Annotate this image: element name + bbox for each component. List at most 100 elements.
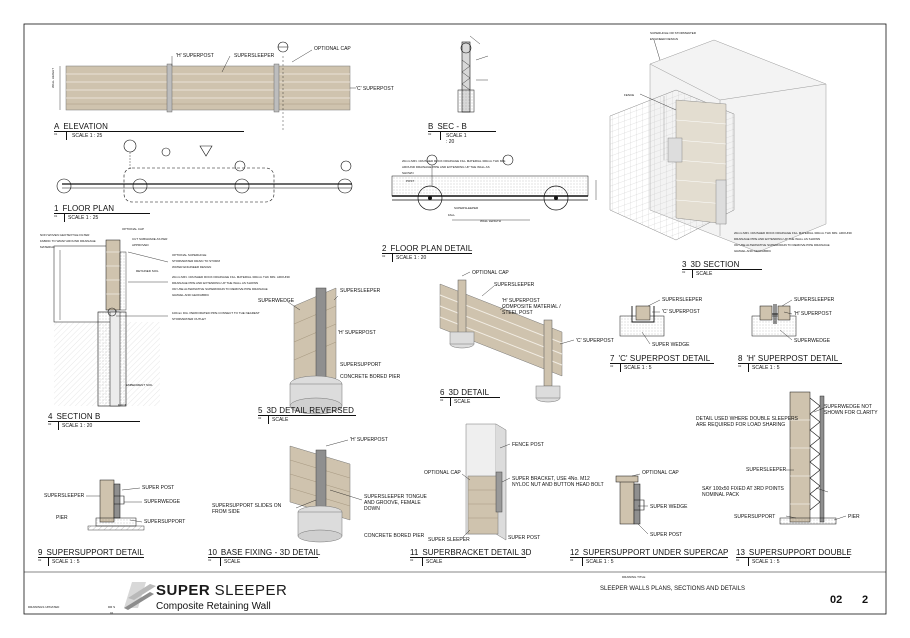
label-super-post-11: SUPER POST [508,535,541,541]
view-number: 11 [410,548,419,557]
section-b-note-superhole: OPTIONAL SUPERHOLE STORMWATER DRAIN TO S… [172,253,220,269]
view-title-3d-section: 3 3D SECTION 02 SCALE [682,260,762,278]
view-title-supersupport-double: 13 SUPERSUPPORT DOUBLE 02 SCALE 1 : 5 [736,548,852,566]
title-underline [38,557,144,558]
view-sub: 02 [382,254,386,258]
label-3d-section-note: SUPERHOLE OR STORMWATER ENGINEER DESIGN [650,31,696,41]
view-title: SUPERSUPPORT UNDER SUPERCAP [582,548,729,557]
view-title-superbracket: 11 SUPERBRACKET DETAIL 3D 02 SCALE [410,548,532,566]
view-sub: 01 [54,132,58,136]
title-tick [64,213,65,222]
brand-logo-text: SUPER SLEEPER Composite Retaining Wall [156,582,287,612]
title-tick [440,131,441,140]
3d-section-drawing [609,39,827,253]
supersupport-detail-drawing [86,479,145,531]
view-scale: SCALE 1 : 5 [52,559,80,565]
view-sub: 02 [410,558,414,562]
view-scale: SCALE [454,399,471,405]
view-number: 9 [38,548,43,557]
section-b-note-pipe: 100mm DIA. PERFORATED PIPE CONNECT TO TH… [172,311,260,321]
title-underline [382,253,472,254]
view-scale: SCALE 1 : 25 [72,133,103,139]
view-sub: 02 [736,558,740,562]
logo-mark [124,582,156,610]
view-title-floor-plan-detail: 2 FLOOR PLAN DETAIL 02 SCALE 1 : 20 [382,244,472,262]
label-supersleeper: SUPERSLEEPER [234,53,275,59]
view-scale: SCALE 1 : 5 [752,559,780,565]
label-supersleeper-plan: SUPERSLEEPER [454,206,479,210]
label-nominal-pack: SAY 100x50 FIXED AT 3RD POINTS NOMINAL P… [702,486,784,498]
title-underline [738,363,842,364]
label-wall-length: WALL LENGTH [480,219,501,223]
view-number: A [54,122,60,131]
section-b-note-geotextile: NON WOVEN GEOTEXTILE FILTER FABRIC TO WR… [40,233,96,249]
title-small-mid: DR S [108,605,116,609]
view-title-3d-detail: 6 3D DETAIL 02 SCALE [440,388,500,406]
label-gravel-plan: 20mm MIN. CRUSHED ROCK DRAINAGE FILL MAT… [402,159,507,175]
section-b-note-foot: FOOT [118,403,127,407]
title-tick [268,415,269,424]
title-tick [422,557,423,566]
view-title-under-supercap: 12 SUPERSUPPORT UNDER SUPERCAP 02 SCALE … [570,548,729,566]
label-3d-section-gravel: 20mm MIN. CRUSHED ROCK DRAINAGE FILL MAT… [734,231,852,253]
supersupport-double-drawing [779,391,847,525]
label-wedge-not-shown: SUPERWEDGE NOT SHOWN FOR CLARITY [824,404,878,416]
title-tick [58,421,59,430]
brand-subtitle: Composite Retaining Wall [156,601,271,612]
title-underline [410,557,526,558]
label-h-superpost-8: 'H' SUPERPOST [794,311,832,317]
label-supersleeper-3d: SUPERSLEEPER [494,282,535,288]
c-superpost-drawing [619,299,665,345]
label-pier-13: PIER [848,514,860,520]
view-scale: SCALE 1 : 5 [752,365,780,371]
view-scale: SCALE 1 : 20 [396,255,427,261]
view-scale: SCALE [696,271,713,277]
view-scale: SCALE 1 : 5 [624,365,652,371]
view-title-section-b: 4 SECTION B 02 SCALE 1 : 20 [48,412,140,430]
label-supersupport-rev: SUPERSUPPORT [340,362,382,368]
view-title-h-superpost: 8 'H' SUPERPOST DETAIL 02 SCALE 1 : 5 [738,354,842,372]
label-wall-height: WALL HEIGHT [51,67,55,88]
view-number: 7 [610,354,615,363]
h-superpost-drawing [751,299,797,341]
label-slides-on: SUPERSUPPORT SLIDES ON FROM SIDE [212,503,282,515]
view-title: SUPERBRACKET DETAIL 3D [422,548,532,557]
view-title: ELEVATION [63,122,108,131]
view-sub: 02 [38,558,42,562]
view-scale: SCALE 1 : 20 [62,423,93,429]
view-sub: 02 [570,558,574,562]
title-tick [66,131,67,140]
label-super-wedge-7: SUPER WEDGE [652,342,690,348]
title-underline [54,213,150,214]
view-number: 2 [382,244,387,253]
view-scale: SCALE [224,559,241,565]
view-title: 3D DETAIL REVERSED [266,406,355,415]
drawing-title-label: DRAWING TITLE [622,575,646,579]
label-optional-cap: OPTIONAL CAP [314,46,351,52]
label-super-post-12: SUPER POST [650,532,683,538]
view-title: FLOOR PLAN [62,204,115,213]
view-sub: 02 [440,398,444,402]
section-b-note-retained-soil: RETAINED SOIL [136,269,159,273]
label-optional-cap-3d: OPTIONAL CAP [472,270,509,276]
label-bracket-note: SUPER BRACKET, USE 4No. M12 NYLOC NUT AN… [512,476,604,488]
view-number: 12 [570,548,579,557]
brand-bold: SUPER [156,582,211,599]
label-h-superpost-rev: 'H' SUPERPOST [338,330,376,336]
section-b-note-gravel: 20mm MIN. CRUSHED ROCK DRAINAGE FILL MAT… [172,275,290,297]
label-super-sleeper-11: SUPER SLEEPER [428,537,470,543]
view-title: SEC - B [437,122,467,131]
view-title: 3D SECTION [690,260,740,269]
view-sub: 01 [54,214,58,218]
superbracket-drawing [461,423,511,541]
label-h-superpost: 'H' SUPERPOST [176,53,214,59]
base-fixing-drawing [289,439,363,543]
label-superwedge-9: SUPERWEDGE [144,499,181,505]
floor-plan-detail-drawing [391,154,597,221]
label-fall: FALL [448,213,456,217]
section-b-note-optional-cap: OPTIONAL CAP [122,227,145,231]
label-composite-post: 'H' SUPERPOST COMPOSITE MATERIAL / STEEL… [502,298,561,316]
label-post-plan: POST [406,179,415,183]
label-concrete-pier-10: CONCRETE BORED PIER [364,533,425,539]
